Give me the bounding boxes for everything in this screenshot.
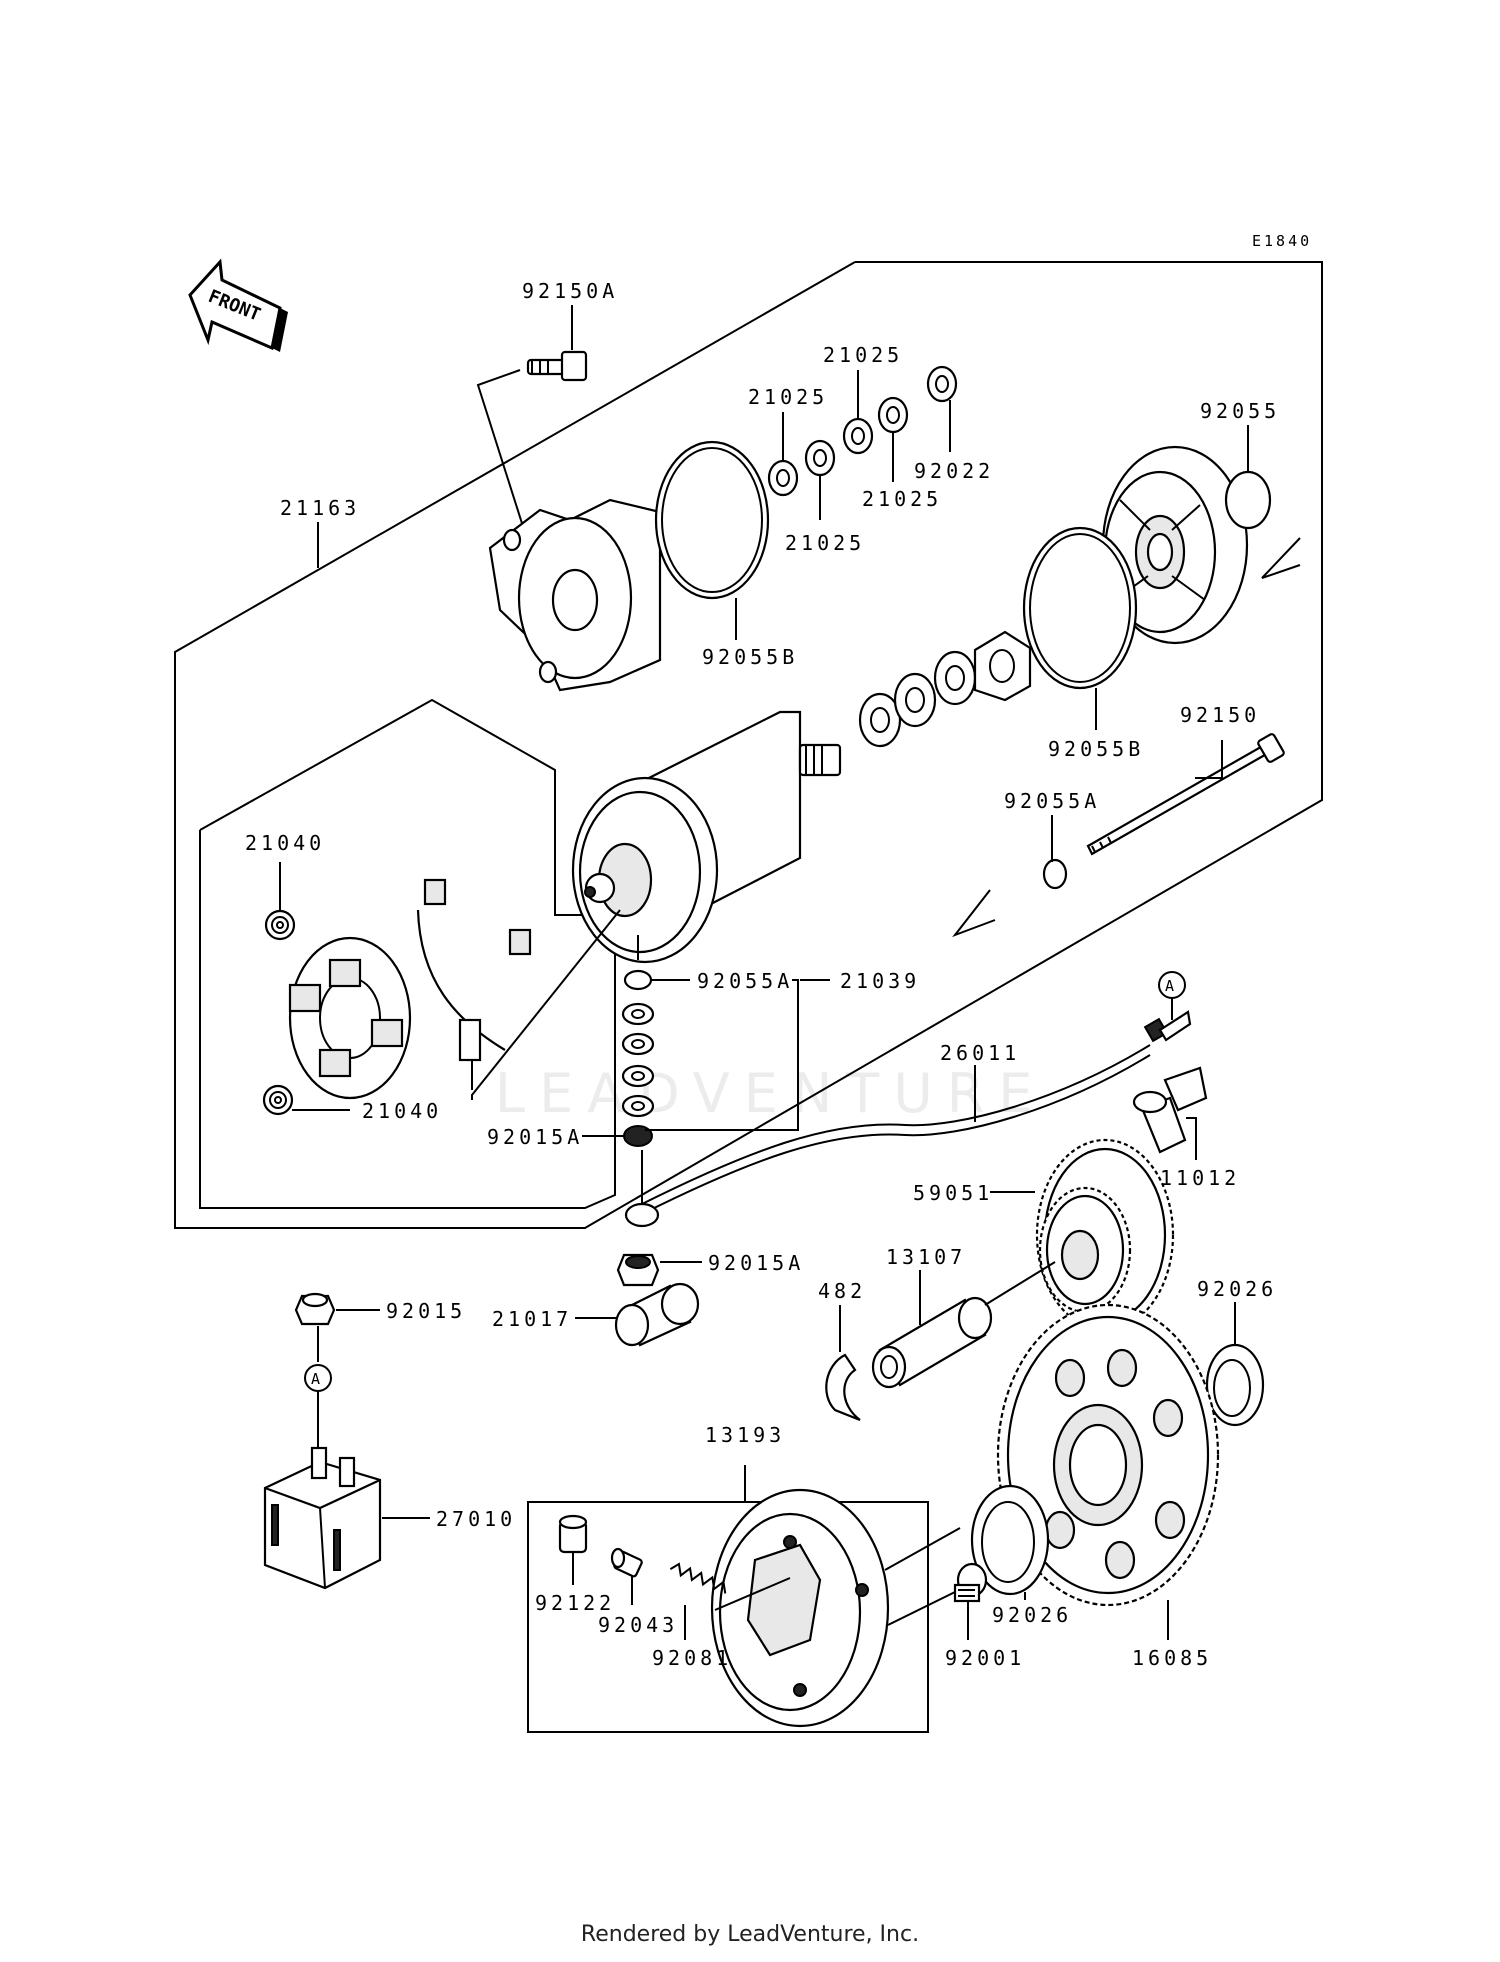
label-92122: 92122 [535,1591,615,1615]
nut-92015a-lower [616,1253,660,1287]
o-ring-92055a-upper [1042,858,1068,890]
label-92015a-upper: 92015A [487,1125,583,1149]
label-26011: 26011 [940,1041,1020,1065]
label-92055a-upper: 92055A [1004,789,1100,813]
label-13193: 13193 [705,1423,785,1447]
label-92026-lower: 92026 [992,1603,1072,1627]
label-92150: 92150 [1180,703,1260,727]
footer-credit: Rendered by LeadVenture, Inc. [580,1922,920,1947]
label-11012: 11012 [1160,1166,1240,1190]
washer-stack-terminal [621,969,655,1147]
label-21025-c: 21025 [823,343,903,367]
ref-a-bottom-circle [304,1364,332,1392]
idle-gear-59051 [1035,1138,1175,1332]
label-482: 482 [818,1279,866,1303]
circlip-482 [825,1353,861,1422]
spring-92081 [669,1562,727,1594]
o-ring-92055b-right [1022,526,1138,690]
roller-92122 [558,1514,588,1554]
ref-a-bottom: A [311,1370,323,1388]
label-21025-a: 21025 [748,385,828,409]
label-92026-upper: 92026 [1197,1277,1277,1301]
bolt-92001 [953,1562,988,1603]
brush-holder-plate [288,936,412,1100]
label-21017: 21017 [492,1307,572,1331]
label-21163: 21163 [280,496,360,520]
label-92015: 92015 [386,1299,466,1323]
terminal-cap-21017 [614,1282,700,1347]
label-21040-upper: 21040 [245,831,325,855]
through-bolt-92150 [1086,733,1285,856]
brush-spring-21040-upper [264,909,296,941]
motor-yoke-armature [571,710,842,964]
brush-lead-assembly [416,878,532,1090]
one-way-clutch-housing [710,1488,890,1728]
diagram-code: E1840 [1252,232,1312,250]
terminal-boot-11012 [1132,1066,1208,1154]
label-92055a-lower: 92055A [697,969,793,993]
label-92043: 92043 [598,1613,678,1637]
label-92001: 92001 [945,1646,1025,1670]
shaft-washers [858,630,1032,748]
bolt-92150a [526,350,588,382]
ref-a-top: A [1165,977,1177,995]
label-16085: 16085 [1132,1646,1212,1670]
label-21039: 21039 [840,969,920,993]
starter-relay-27010 [263,1446,382,1590]
o-ring-92055 [1224,470,1272,530]
assembly-outline-13193 [527,1501,929,1733]
label-92055: 92055 [1200,399,1280,423]
pin-92043 [610,1547,643,1578]
label-21040-lower: 21040 [362,1099,442,1123]
label-21025-b: 21025 [785,531,865,555]
label-21025-d: 21025 [862,487,942,511]
assembly-outline-21163 [174,261,1323,1229]
front-arrow-icon: FRONT [188,258,288,352]
washer-92026-upper [1205,1343,1265,1427]
starter-cable-26011 [624,1010,1192,1228]
o-ring-92055b-left [654,440,770,600]
watermark: LEADVENTURE [495,1062,1046,1125]
label-92150a: 92150A [522,279,618,303]
label-92055b-left: 92055B [702,645,798,669]
label-13107: 13107 [886,1245,966,1269]
label-92015a-lower: 92015A [708,1251,804,1275]
nut-92015 [294,1292,336,1326]
label-92081: 92081 [652,1646,732,1670]
front-cover-housing [488,498,662,692]
label-59051: 59051 [913,1181,993,1205]
label-92022: 92022 [914,459,994,483]
clutch-gear-16085 [996,1303,1220,1607]
label-27010: 27010 [436,1507,516,1531]
brush-spring-21040-lower [262,1084,294,1116]
label-92055b-right: 92055B [1048,737,1144,761]
idle-shaft-13107 [871,1296,993,1389]
